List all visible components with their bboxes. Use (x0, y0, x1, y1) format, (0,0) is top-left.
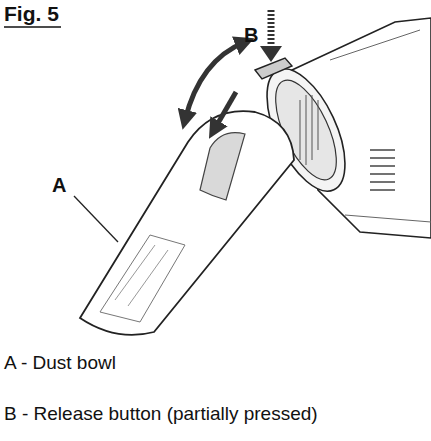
housing-seam (330, 30, 431, 222)
dust-bowl (80, 111, 294, 335)
bowl-ribs (115, 245, 168, 306)
part-legend: B - Release button (partially pressed) (4, 403, 318, 425)
part-legend: A - Dust bowl (4, 352, 116, 374)
figure-title: Fig. 5 (4, 2, 59, 26)
leader-line (74, 196, 118, 242)
bowl-nozzle-detail (100, 235, 185, 322)
air-vents (370, 150, 395, 190)
release-button (255, 58, 292, 79)
press-arrow-head (260, 46, 282, 62)
rotate-arrow (185, 42, 245, 120)
bowl-window (200, 133, 245, 200)
filter-pleats (300, 95, 318, 165)
push-arrow (214, 92, 236, 130)
callout-letter: A (52, 174, 66, 197)
title-underline (4, 26, 61, 28)
press-arrow-hatch (268, 10, 275, 50)
callout-letter: B (244, 24, 258, 47)
